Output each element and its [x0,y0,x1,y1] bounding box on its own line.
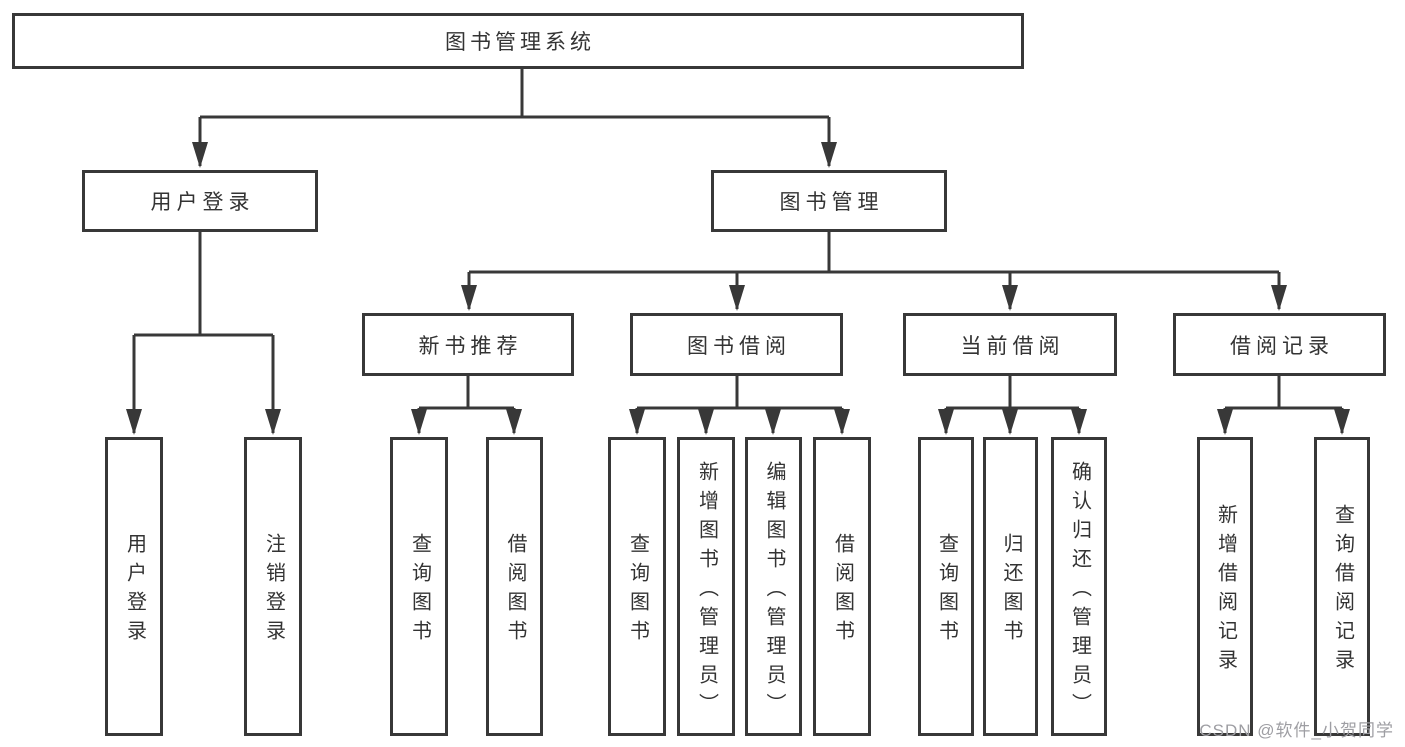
leaf-query-borrow-record: 查询借阅记录 [1314,437,1370,736]
node-label: 借阅记录 [1230,334,1334,358]
leaf-confirm-return-admin: 确认归还（管理员） [1051,437,1107,736]
leaf-label: 查询图书 [935,533,958,649]
node-book-borrowing: 图书借阅 [630,313,843,376]
leaf-label: 借阅图书 [831,533,854,649]
leaf-label: 注销登录 [262,533,285,649]
node-new-book-recommendation: 新书推荐 [362,313,574,376]
leaf-query-books-borrowing: 查询图书 [608,437,666,736]
leaf-label: 查询图书 [408,533,431,649]
node-label: 当前借阅 [960,334,1065,358]
leaf-label: 用户登录 [123,533,146,649]
node-library-management-system: 图书管理系统 [12,13,1024,69]
leaf-borrow-books-recommendation: 借阅图书 [486,437,543,736]
node-label: 图书管理 [779,191,884,214]
leaf-label: 查询图书 [626,533,649,649]
leaf-label: 查询借阅记录 [1331,504,1354,678]
node-label: 新书推荐 [418,334,523,358]
leaf-label: 编辑图书（管理员） [763,460,785,722]
leaf-label: 借阅图书 [504,533,526,649]
csdn-watermark: CSDN @软件_小贺同学 [1199,721,1394,740]
connector-borrowing-records-to-leaves [1223,376,1344,433]
node-user-login: 用户登录 [82,170,318,232]
connector-root-to-branches [198,69,831,166]
node-borrowing-records: 借阅记录 [1173,313,1386,376]
node-label: 用户登录 [150,191,255,214]
leaf-label: 确认归还（管理员） [1068,460,1091,722]
node-label: 图书管理系统 [445,31,595,54]
leaf-label: 新增图书（管理员） [695,460,718,722]
leaf-add-book-admin: 新增图书（管理员） [677,437,735,736]
node-current-borrowing: 当前借阅 [903,313,1117,376]
node-book-management: 图书管理 [711,170,947,232]
node-label: 图书借阅 [687,334,791,358]
leaf-edit-book-admin: 编辑图书（管理员） [745,437,802,736]
leaf-label: 新增借阅记录 [1214,504,1237,678]
leaf-user-login: 用户登录 [105,437,163,736]
leaf-logout: 注销登录 [244,437,302,736]
leaf-label: 归还图书 [1000,533,1022,649]
connector-new-book-recommendation-to-leaves [417,376,516,433]
connector-book-borrowing-to-leaves [635,376,844,433]
leaf-borrow-books-borrowing: 借阅图书 [813,437,871,736]
connector-user-login-to-leaves [132,232,275,433]
leaf-query-books-current: 查询图书 [918,437,974,736]
connector-book-management-to-sections [467,232,1281,309]
connector-current-borrowing-to-leaves [944,376,1081,433]
leaf-query-books-recommendation: 查询图书 [390,437,448,736]
leaf-return-books: 归还图书 [983,437,1038,736]
leaf-add-borrow-record: 新增借阅记录 [1197,437,1253,736]
